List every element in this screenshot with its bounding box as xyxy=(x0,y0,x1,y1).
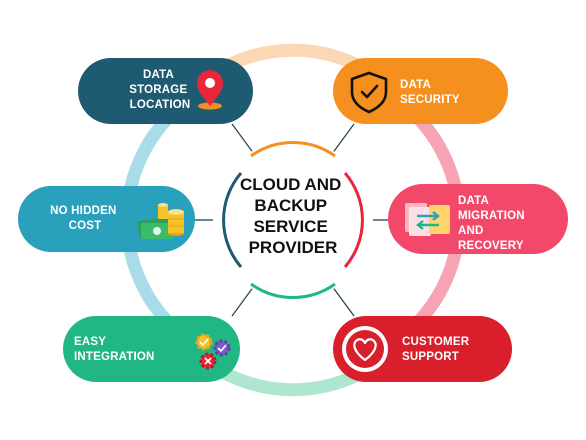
center-hub: CLOUD AND BACKUP SERVICE PROVIDER xyxy=(213,140,373,300)
gears-icon xyxy=(195,333,231,370)
center-circle-bg xyxy=(213,140,373,300)
center-line-1: CLOUD AND xyxy=(240,175,341,194)
file-transfer-icon xyxy=(405,203,450,236)
node-data-migration-recovery: DATA MIGRATION AND RECOVERY xyxy=(388,184,568,254)
center-line-3: SERVICE xyxy=(253,217,327,236)
node-security-label: DATA SECURITY xyxy=(400,79,460,106)
node-easy-integration: EASY INTEGRATION xyxy=(63,316,240,382)
center-title: CLOUD AND BACKUP SERVICE PROVIDER xyxy=(240,175,346,257)
node-integration-label: EASY INTEGRATION xyxy=(74,336,155,363)
center-arc-green xyxy=(250,282,336,299)
node-integration-pill xyxy=(63,316,240,382)
money-coins-icon xyxy=(137,203,184,239)
center-line-2: BACKUP xyxy=(254,196,326,215)
node-support-label: CUSTOMER SUPPORT xyxy=(402,336,473,363)
heart-icon xyxy=(342,326,388,372)
node-security-pill xyxy=(333,58,508,124)
center-line-4: PROVIDER xyxy=(249,238,338,257)
location-pin-icon xyxy=(197,70,223,110)
node-data-storage-location: DATA STORAGE LOCATION xyxy=(78,58,253,124)
node-storage-label: DATA STORAGE LOCATION xyxy=(129,69,190,111)
node-migration-label: DATA MIGRATION AND RECOVERY xyxy=(458,195,528,252)
node-customer-support: CUSTOMER SUPPORT xyxy=(333,316,512,382)
node-cost-label: NO HIDDEN COST xyxy=(50,205,120,232)
node-migration-pill xyxy=(388,184,568,254)
node-data-security: DATA SECURITY xyxy=(333,58,508,124)
center-arc-red xyxy=(343,172,364,268)
shield-check-icon xyxy=(350,71,388,114)
center-arc-orange xyxy=(250,141,336,158)
center-arc-blue xyxy=(222,172,243,268)
node-no-hidden-cost: NO HIDDEN COST xyxy=(18,186,195,252)
